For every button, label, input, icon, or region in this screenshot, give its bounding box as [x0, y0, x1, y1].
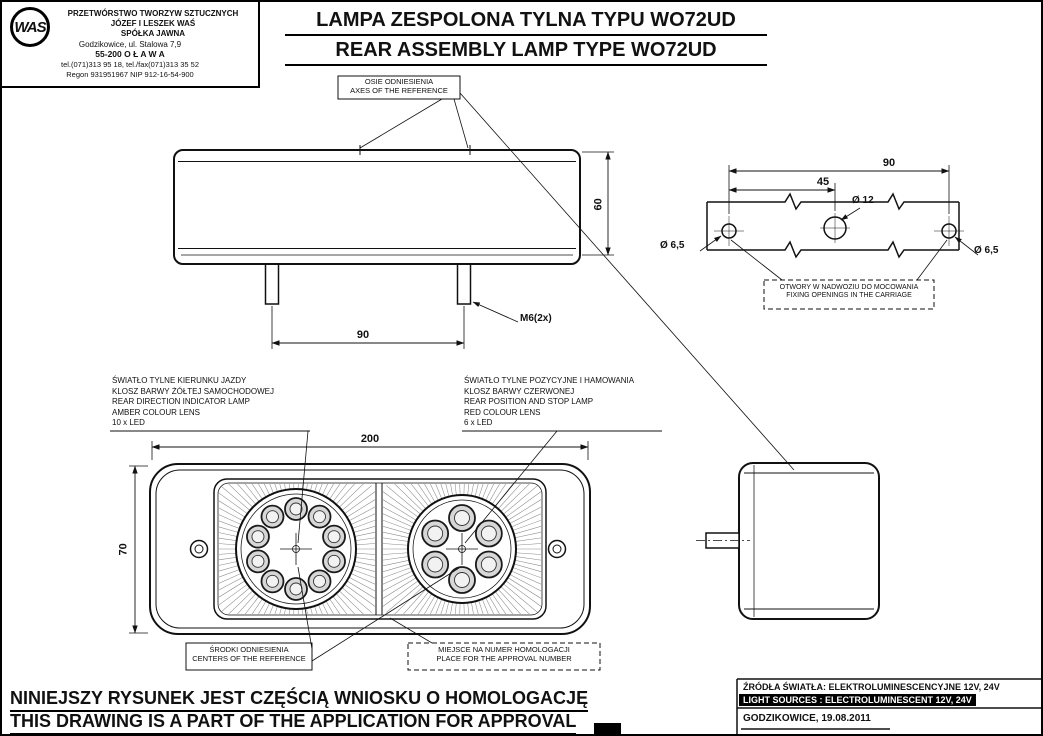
dim-hole-center-dia: Ø 12 — [852, 195, 874, 206]
footer-rules — [736, 678, 1041, 734]
title-pl: LAMPA ZESPOLONA TYLNA TYPU WO72UD — [285, 9, 767, 36]
redaction-box — [594, 723, 621, 734]
was-logo: WAS — [10, 7, 50, 47]
place-and-date: GODZIKOWICE, 19.08.2011 — [743, 713, 871, 724]
reference-center-left — [292, 545, 300, 553]
company-city: 55-200 O Ł A W A — [95, 49, 165, 59]
company-name-line2: JÓZEF I LESZEK WAŚ — [110, 19, 196, 28]
company-name-line1: PRZETWÓRSTWO TWORZYW SZTUCZNYCH — [67, 9, 239, 18]
centers-reference-label: ŚRODKI ODNIESIENIA CENTERS OF THE REFERE… — [192, 645, 306, 663]
approval-statement-pl: NINIEJSZY RYSUNEK JEST CZĘŚCIĄ WNIOSKU O… — [10, 688, 589, 712]
approval-number-label: MIEJSCE NA NUMER HOMOLOGACJI PLACE FOR T… — [436, 645, 572, 663]
side-view — [696, 462, 880, 620]
company-address: Godzikowice, ul. Stalowa 7,9 — [78, 40, 182, 49]
mounting-stud — [456, 263, 472, 305]
reference-center-right — [458, 545, 466, 553]
axes-reference-label: OSIE ODNIESIENIA AXES OF THE REFERENCE — [350, 77, 448, 95]
left-lamp-description: ŚWIATŁO TYLNE KIERUNKU JAZDY KLOSZ BARWY… — [112, 376, 274, 428]
mounting-stud — [264, 263, 280, 305]
company-phone: tel.(071)313 95 18, tel./fax(071)313 35 … — [60, 60, 199, 69]
company-info-box: WAS PRZETWÓRSTWO TWORZYW SZTUCZNYCH JÓZE… — [2, 2, 260, 88]
dim-stud-spacing: 90 — [356, 329, 370, 341]
dim-lamp-height: 70 — [117, 543, 130, 556]
led-ring-6 — [421, 504, 503, 594]
axes-reference-leaders — [337, 75, 795, 471]
lens-bezel — [213, 478, 547, 620]
bottom-callouts — [185, 566, 601, 671]
lamp-label-leaders — [110, 430, 662, 544]
led-ring-10 — [246, 497, 346, 601]
right-lamp-description: ŚWIATŁO TYLNE POZYCYJNE I HAMOWANIA KLOS… — [464, 376, 635, 428]
title-en: REAR ASSEMBLY LAMP TYPE WO72UD — [285, 39, 767, 66]
dim-hole-right-dia: Ø 6,5 — [974, 245, 999, 256]
company-name-line3: SPÓŁKA JAWNA — [120, 29, 186, 38]
approval-statement-en: THIS DRAWING IS A PART OF THE APPLICATIO… — [10, 711, 577, 734]
drawing-title: LAMPA ZESPOLONA TYLNA TYPU WO72UD REAR A… — [285, 9, 767, 69]
dim-lamp-width: 200 — [360, 433, 380, 445]
screw-right — [547, 539, 567, 559]
screw-left — [189, 539, 209, 559]
front-view — [129, 441, 591, 635]
dim-body-height: 60 — [592, 198, 605, 211]
fixing-openings-label: OTWORY W NADWOZIU DO MOCOWANIA FIXING OP… — [779, 284, 919, 300]
dim-holes-span: 90 — [882, 157, 896, 169]
stud-thread-label: M6(2x) — [520, 313, 552, 324]
company-regon-nip: Regon 931951967 NIP 912-16-54-900 — [66, 70, 194, 79]
lamp-housing — [149, 463, 591, 635]
fixing-openings-view — [699, 165, 979, 310]
dim-hole-left-dia: Ø 6,5 — [660, 240, 685, 251]
light-sources-pl: ŹRÓDŁA ŚWIATŁA: ELEKTROLUMINESCENCYJNE 1… — [743, 682, 1000, 692]
dim-holes-half: 45 — [816, 176, 830, 188]
light-sources-en: LIGHT SOURCES : ELECTROLUMINESCENT 12V, … — [739, 693, 976, 706]
profile-view — [173, 145, 614, 349]
